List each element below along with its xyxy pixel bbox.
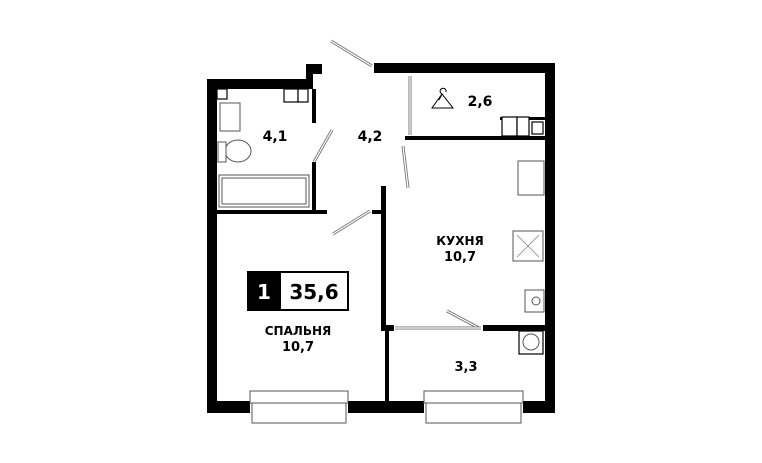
- total-area: 35,6: [289, 280, 338, 304]
- hall-area: 4,2: [358, 129, 383, 145]
- sink-icon: [219, 102, 241, 132]
- walls: [207, 63, 555, 413]
- doors: [312, 39, 481, 330]
- fixtures: [216, 87, 545, 355]
- apartment-badge: 1 35,6: [247, 271, 349, 311]
- rooms-count: 1: [257, 280, 271, 304]
- wardrobe-area: 2,6: [468, 94, 493, 110]
- shaft-icon: [283, 88, 299, 103]
- hanger-icon: [431, 87, 455, 109]
- toilet-icon: [224, 139, 252, 163]
- kitchen-sink-icon: [517, 160, 545, 196]
- windows: [249, 390, 524, 424]
- balcony-area: 3,3: [454, 360, 477, 375]
- bedroom-name: СПАЛЬНЯ: [265, 324, 332, 338]
- kitchen-name: КУХНЯ: [436, 234, 484, 248]
- bathroom-area: 4,1: [263, 129, 288, 145]
- bedroom-area: 10,7: [282, 340, 314, 355]
- kitchen-area: 10,7: [444, 250, 476, 265]
